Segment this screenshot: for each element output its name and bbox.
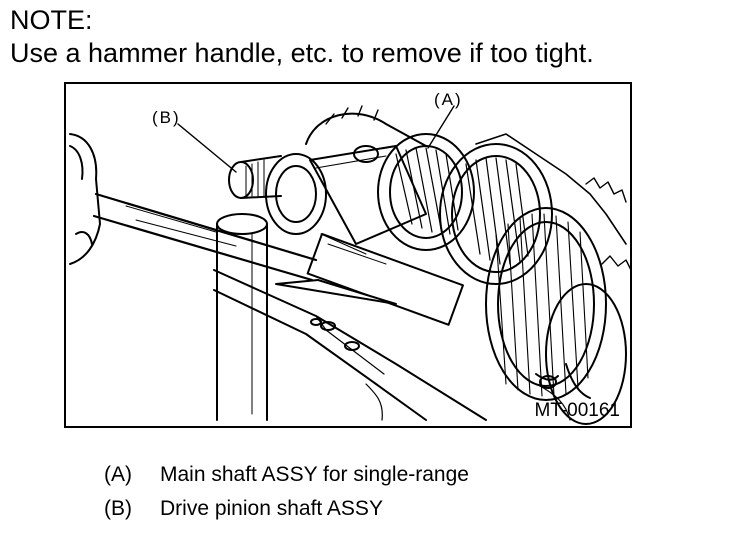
legend-key: (B): [104, 497, 132, 520]
hand-drawing: [69, 133, 101, 265]
callout-a: (A): [434, 90, 463, 109]
legend: (A) Main shaft ASSY for single-range (B)…: [104, 458, 469, 526]
gear-assembly-drawing: [69, 105, 630, 425]
hammer-handle: [92, 192, 318, 282]
note-block: NOTE: Use a hammer handle, etc. to remov…: [10, 4, 594, 70]
note-text: Use a hammer handle, etc. to remove if t…: [10, 38, 594, 68]
note-heading: NOTE:: [10, 5, 93, 35]
legend-text: Drive pinion shaft ASSY: [160, 497, 383, 520]
illustration-frame: (A) (B) MT-00161: [64, 82, 632, 428]
vertical-post: [216, 213, 268, 421]
leader-line-b: [177, 123, 237, 173]
callout-b: (B): [152, 108, 181, 127]
legend-key: (A): [104, 463, 132, 486]
tool-tip: [275, 279, 397, 305]
case-flange: [213, 269, 487, 421]
leader-line-a: [427, 105, 455, 149]
figure-id: MT-00161: [534, 400, 620, 421]
drive-pinion-shaft: [228, 145, 464, 326]
legend-item-a: (A) Main shaft ASSY for single-range: [104, 458, 469, 492]
legend-item-b: (B) Drive pinion shaft ASSY: [104, 492, 469, 526]
legend-text: Main shaft ASSY for single-range: [160, 463, 469, 486]
main-shaft-gears: [305, 105, 630, 425]
